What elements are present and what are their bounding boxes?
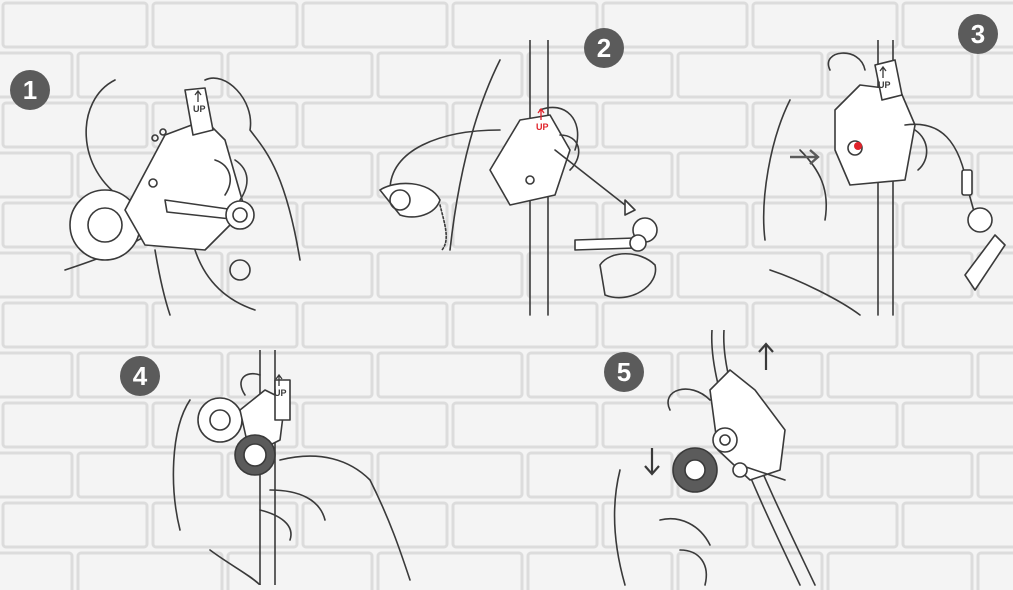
step-1-number: 1 [23,75,37,106]
step-4-number: 4 [133,361,147,392]
step-4-up-label: UP [274,388,287,398]
step-1-badge: 1 [10,70,50,110]
step-2-illustration: UP [370,40,690,320]
step-5-illustration [600,330,840,590]
step-2-up-label: UP [536,122,549,132]
arrow-down-icon [645,448,659,474]
step-1-up-label: UP [193,104,206,114]
step-3-illustration: UP [740,40,1013,330]
arrow-up-icon [759,344,773,370]
step-1-illustration: UP [55,60,315,320]
step-4-illustration: UP [150,350,440,585]
step-3-up-label: UP [878,80,891,90]
arrow-right-icon [790,150,818,164]
